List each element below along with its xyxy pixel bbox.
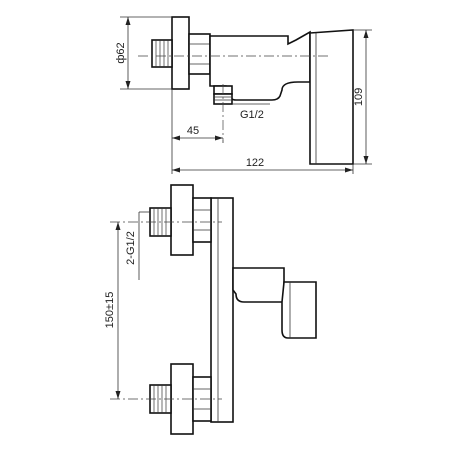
top-wall-flange: [171, 16, 190, 90]
dim-length: 122: [246, 157, 264, 169]
front-view: 2-G1/2 150±15: [104, 184, 317, 435]
dim-height: 109: [353, 88, 365, 106]
top-view: ф62 109 G1/2 45 122: [115, 16, 372, 174]
dim-spacing: 150±15: [104, 292, 116, 329]
dim-diameter: ф62: [115, 42, 127, 63]
top-lever-handle: [309, 29, 354, 165]
dim-thread-top: G1/2: [240, 109, 264, 121]
dim-offset: 45: [187, 125, 199, 137]
front-lever-neck: [232, 267, 285, 303]
top-inlet-thread: [151, 39, 173, 68]
top-hex-nut: [188, 33, 211, 75]
front-top-nut: [192, 197, 212, 243]
top-inlet-thread-lines: [155, 40, 169, 67]
front-valve-body: [210, 197, 234, 423]
front-top-flange: [170, 184, 194, 256]
front-lever-handle: [281, 281, 317, 339]
dim-thread-front: 2-G1/2: [125, 231, 137, 265]
